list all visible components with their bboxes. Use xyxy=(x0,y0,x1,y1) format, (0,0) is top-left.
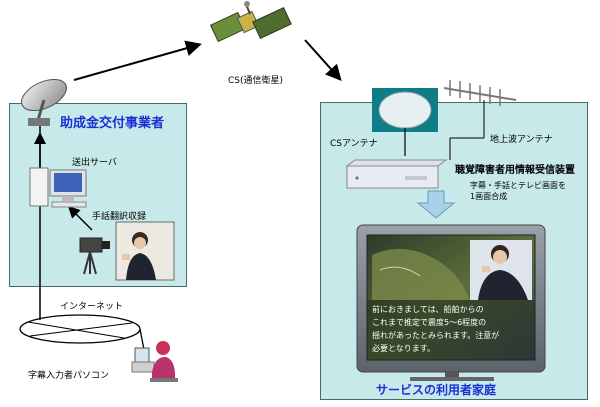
caption-pc-label: 字幕入力者パソコン xyxy=(28,371,110,381)
internet-network xyxy=(19,314,147,361)
tv-caption-line2: これまで推定で震度5～6程度の xyxy=(372,318,487,327)
server-computer-icon xyxy=(29,167,87,208)
recording-label: 手話翻訳収録 xyxy=(92,212,147,222)
tv-caption-line4: 必要となります。 xyxy=(372,344,435,353)
terrestrial-antenna-label: 地上波アンテナ xyxy=(490,135,553,145)
receiver-device-label: 聴覚障害者用情報受信装置 xyxy=(455,165,575,176)
tv-caption-line1: 前におきましては、船舶からの xyxy=(372,305,484,314)
terrestrial-antenna-icon xyxy=(443,80,517,160)
downlink-arrow xyxy=(304,39,342,81)
cs-antenna-label: CSアンテナ xyxy=(330,139,378,149)
receiver-device-icon xyxy=(345,159,448,189)
receiver-home-title: サービスの利用者家庭 xyxy=(376,383,497,397)
caption-operator-icon xyxy=(131,341,178,382)
composite-note-line1: 字幕・手話とテレビ画面を xyxy=(470,181,566,190)
server-label: 送出サーバ xyxy=(72,158,117,168)
video-camera-icon xyxy=(79,237,110,275)
signer-photo xyxy=(115,221,175,281)
uplink-dish-icon xyxy=(21,78,67,126)
television xyxy=(356,224,546,381)
composite-note-line2: 1画面合成 xyxy=(470,192,508,201)
grantee-title: 助成金交付事業者 xyxy=(60,116,165,131)
recording-arrow xyxy=(67,205,93,231)
satellite-label: CS(通信衛星) xyxy=(228,76,284,86)
compose-down-arrow xyxy=(416,190,456,219)
cs-antenna-icon xyxy=(372,88,438,156)
uplink-arrow xyxy=(73,40,202,81)
network-label: インターネット xyxy=(60,302,124,312)
tv-caption-line3: 揺れがあったとみられます。注意が xyxy=(372,331,500,340)
satellite-icon xyxy=(209,1,292,43)
